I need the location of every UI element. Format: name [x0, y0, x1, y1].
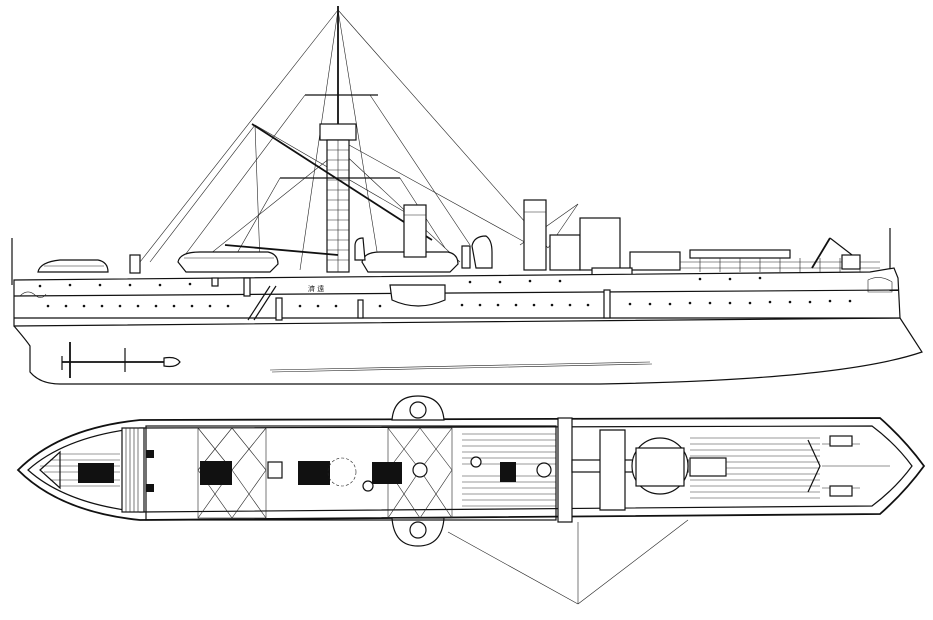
main-mast	[224, 6, 433, 273]
hull-profile: 濟 遠	[13, 267, 923, 385]
deck-outline	[16, 417, 926, 521]
funnel	[403, 204, 427, 258]
boat-aft	[361, 251, 459, 273]
boat-forward	[37, 259, 109, 273]
portholes	[38, 276, 852, 308]
deck-plan-view	[16, 395, 926, 605]
sponsons	[391, 395, 445, 547]
rigging	[139, 9, 579, 271]
profile-view: 濟 遠	[11, 6, 923, 385]
deck-fittings	[39, 417, 890, 523]
anchor-icon	[61, 342, 181, 378]
ventilators	[129, 235, 493, 274]
boat-midship	[177, 251, 279, 273]
hull-name-characters: 濟 遠	[308, 284, 324, 293]
aft-superstructure	[523, 199, 880, 281]
plan-rigging	[447, 519, 689, 605]
